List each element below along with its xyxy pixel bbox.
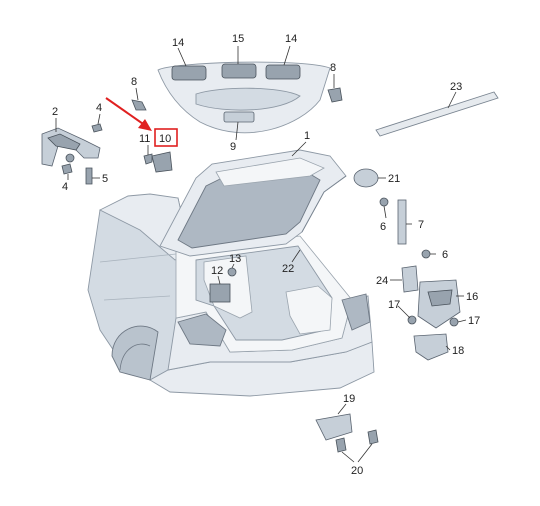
callout-1: 1 xyxy=(304,130,310,142)
callout-14-right: 14 xyxy=(285,33,297,45)
callout-13: 13 xyxy=(229,253,241,265)
callout-4-bottom: 4 xyxy=(62,181,68,193)
callout-9: 9 xyxy=(230,141,236,153)
callout-21: 21 xyxy=(388,173,400,185)
callout-20: 20 xyxy=(351,465,363,477)
callout-11: 11 xyxy=(139,133,150,145)
callout-5: 5 xyxy=(102,173,108,185)
callout-19: 19 xyxy=(343,393,355,405)
callout-15: 15 xyxy=(232,33,244,45)
callout-22: 22 xyxy=(282,263,294,275)
callout-6-left: 6 xyxy=(380,221,386,233)
small-parts xyxy=(61,87,461,453)
callout-14-left: 14 xyxy=(172,37,184,49)
trim-panel xyxy=(157,61,331,134)
callout-12: 12 xyxy=(211,265,223,277)
callout-2: 2 xyxy=(52,106,58,118)
highlight-box xyxy=(154,128,178,147)
tailgate xyxy=(159,149,347,257)
callout-17-right: 17 xyxy=(468,315,480,327)
callout-6-right: 6 xyxy=(442,249,448,261)
callout-4-top: 4 xyxy=(96,102,102,114)
callout-8-left: 8 xyxy=(131,76,137,88)
callout-24: 24 xyxy=(376,275,388,287)
callout-18: 18 xyxy=(452,345,464,357)
trim-strip xyxy=(375,91,499,137)
callout-16: 16 xyxy=(466,291,478,303)
hinge-assembly xyxy=(41,127,101,167)
callout-labels: 14 15 14 8 8 9 11 10 23 2 4 4 5 1 21 7 6… xyxy=(52,33,480,477)
highlight-marker xyxy=(105,97,178,147)
callout-8-right: 8 xyxy=(330,62,336,74)
callout-17-left: 17 xyxy=(388,299,400,311)
callout-10: 10 xyxy=(159,133,171,145)
leader-lines xyxy=(55,45,467,463)
callout-7: 7 xyxy=(418,219,424,231)
callout-23: 23 xyxy=(450,81,462,93)
car-body xyxy=(87,193,375,397)
